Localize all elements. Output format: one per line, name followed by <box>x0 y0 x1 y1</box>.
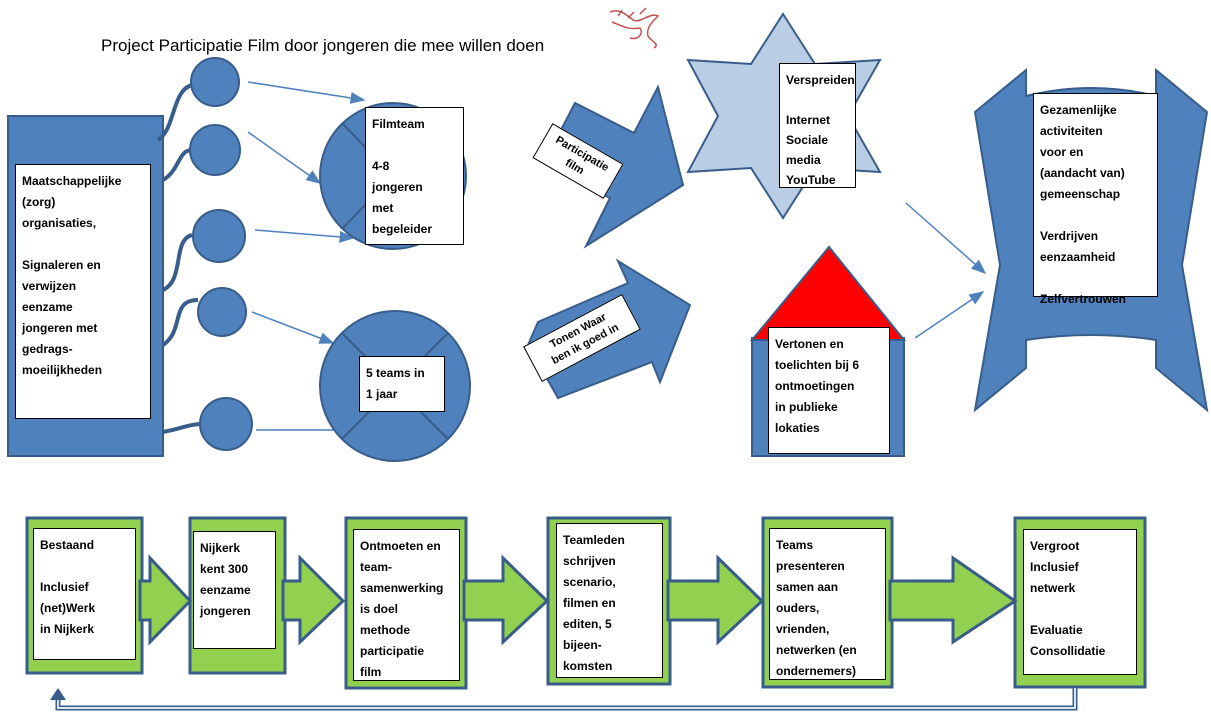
teams-text: 5 teams in 1 jaar <box>359 356 445 412</box>
step-box-vergroot: Vergroot Inclusief netwerk Evaluatie Con… <box>1023 529 1137 675</box>
bottom-green-arrows <box>138 554 1018 646</box>
step-box-teamleden: Teamleden schrijven scenario, filmen en … <box>556 523 663 678</box>
small-circles <box>189 57 253 451</box>
banner-text: Gezamenlijke activiteiten voor en (aanda… <box>1033 93 1158 306</box>
dragon-logo-icon <box>609 7 660 49</box>
feedback-arrowhead <box>50 688 66 700</box>
small-circle <box>197 287 247 337</box>
connector-curves <box>156 83 204 434</box>
step-box-nijkerk: Nijkerk kent 300 eenzame jongeren <box>193 531 276 649</box>
house-text: Vertonen en toelichten bij 6 ontmoetinge… <box>768 327 890 454</box>
small-circle <box>189 124 241 176</box>
small-circle <box>199 397 253 451</box>
thin-arrows <box>247 81 987 436</box>
feedback-loop <box>55 688 1078 711</box>
organisations-text: Maatschappelijke (zorg) organisaties, Si… <box>15 164 151 419</box>
page-title: Project Participatie Film door jongeren … <box>101 36 545 55</box>
step-box-bestaand: Bestaand Inclusief (net)Werk in Nijkerk <box>33 528 136 660</box>
verspreiden-text: Verspreiden Internet Sociale media YouTu… <box>779 63 856 188</box>
step-box-ontmoeten: Ontmoeten en team- samenwerking is doel … <box>353 529 460 681</box>
small-circle <box>192 209 246 263</box>
small-circle <box>190 57 240 107</box>
step-box-teams: Teams presenteren samen aan ouders, vrie… <box>769 528 886 680</box>
filmteam-text: Filmteam 4-8 jongeren met begeleider <box>365 107 464 245</box>
